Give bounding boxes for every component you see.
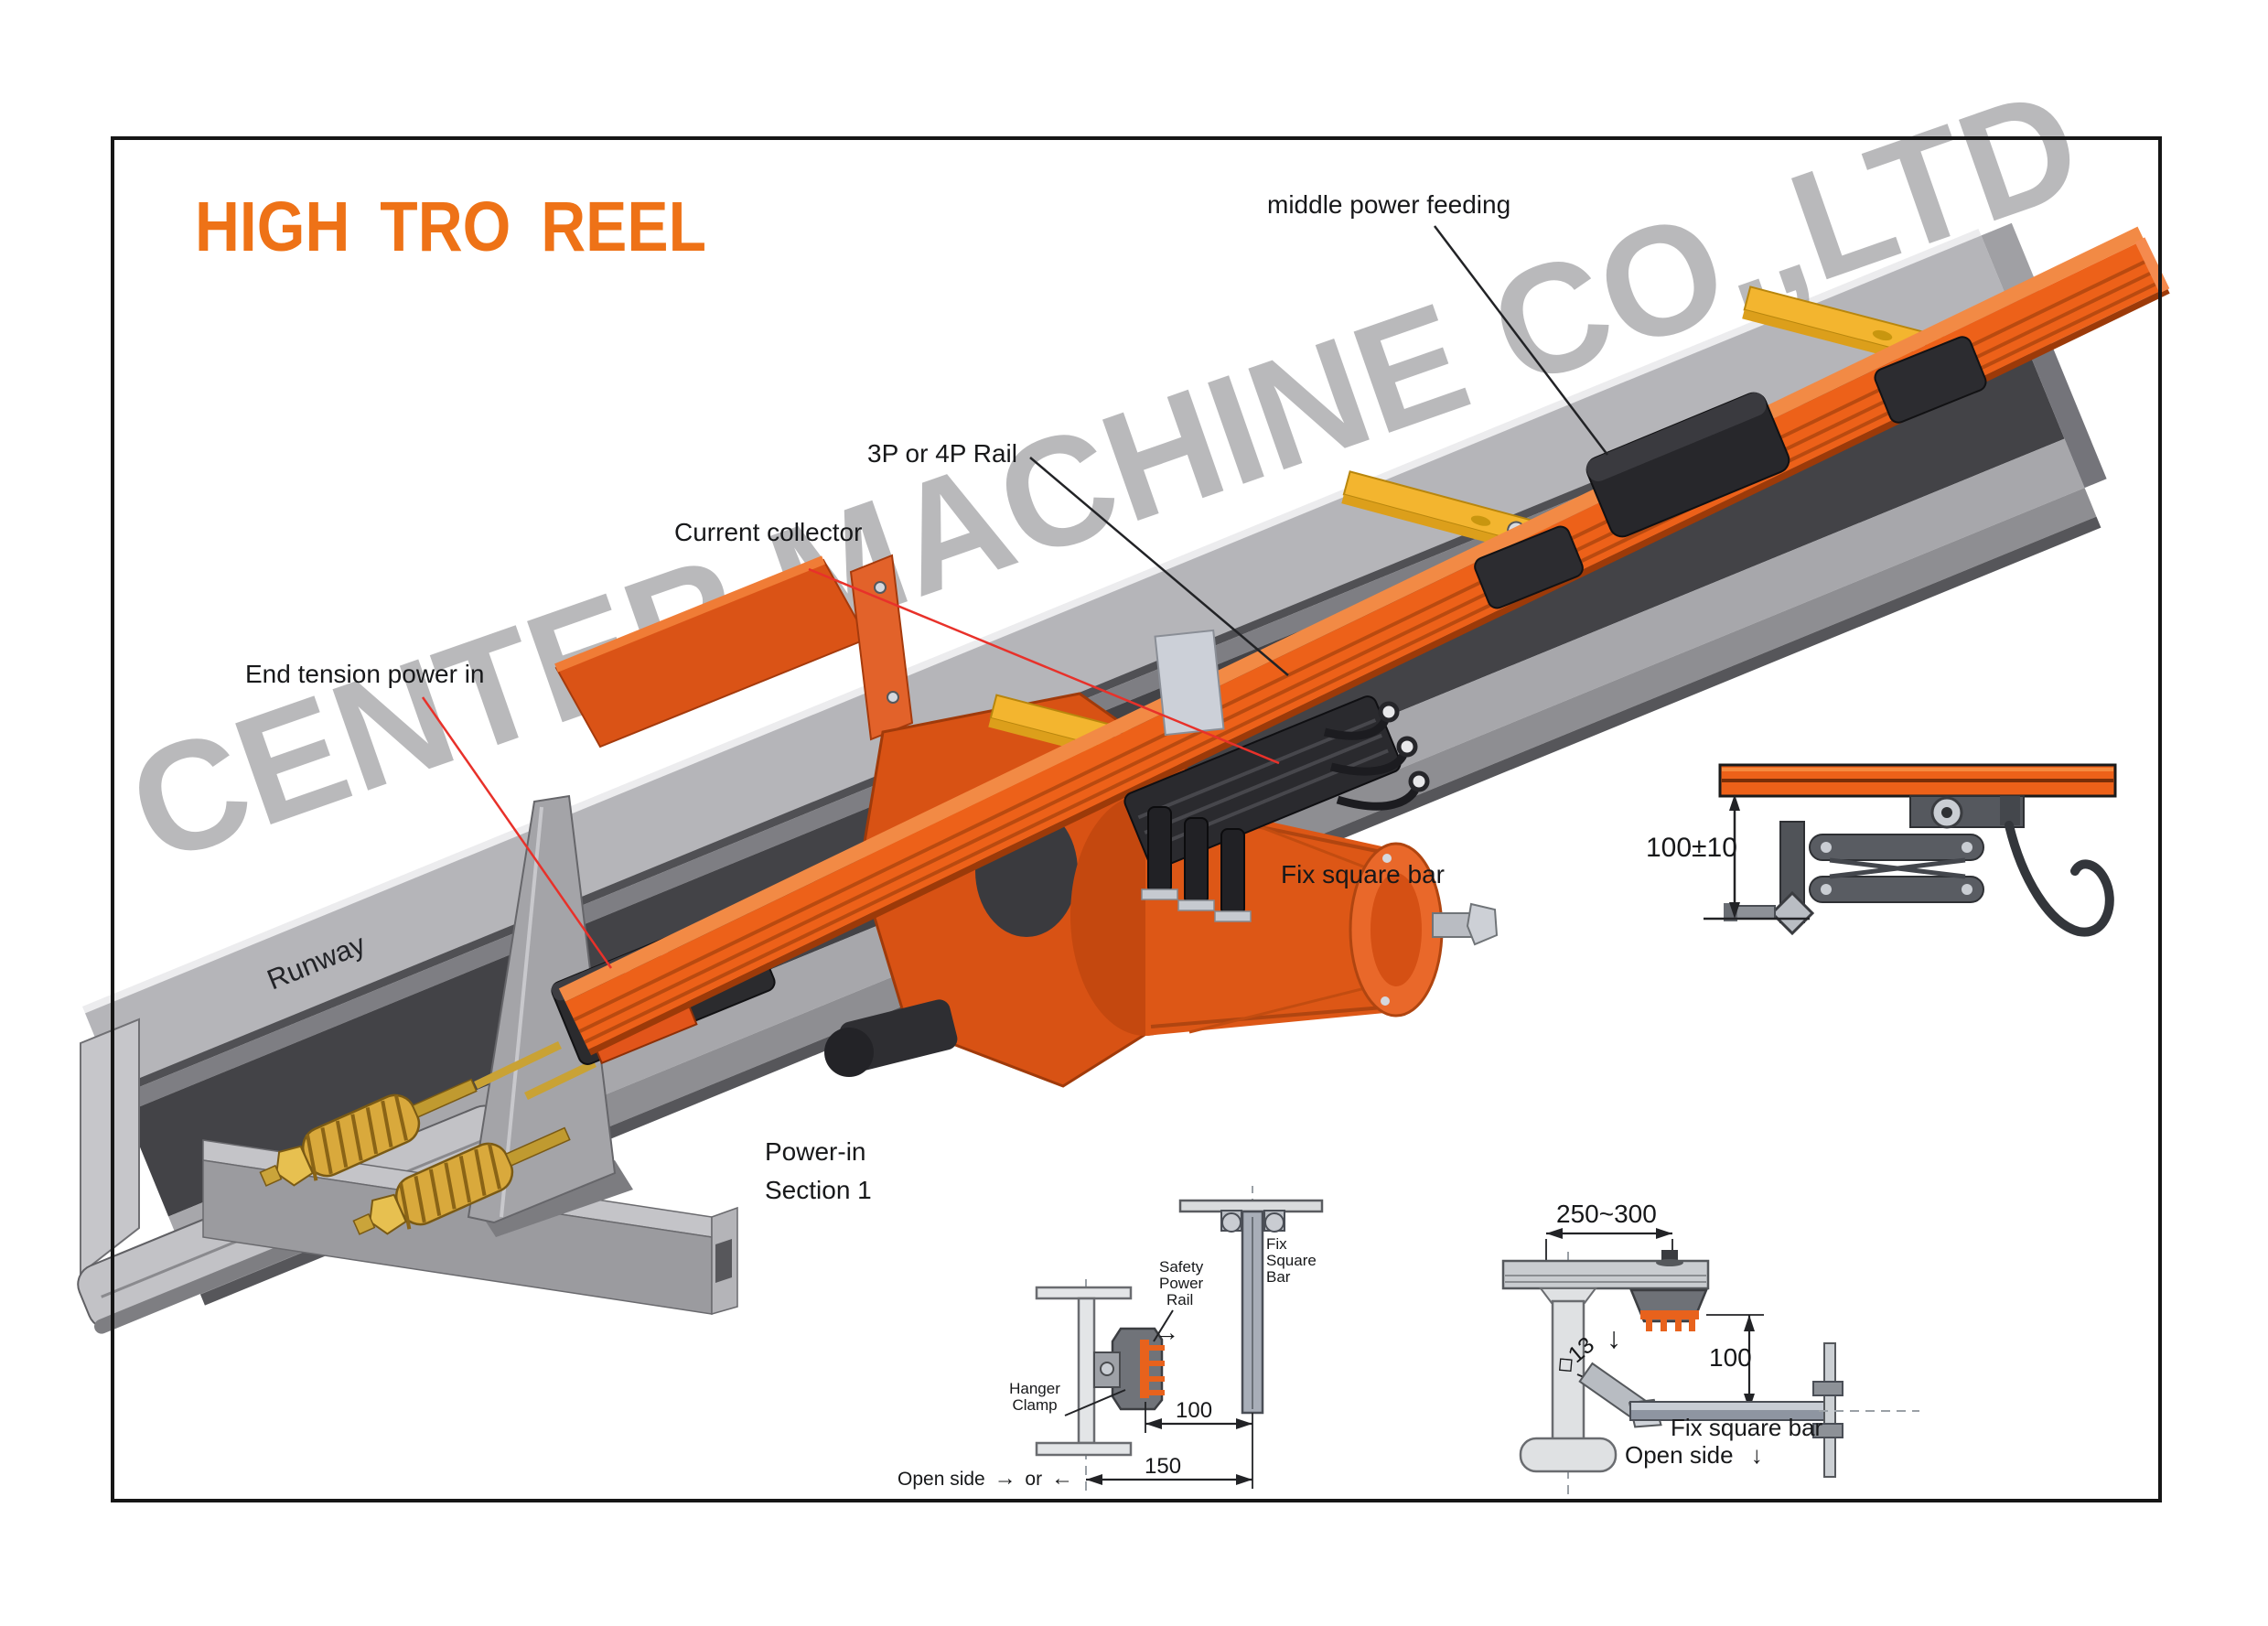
label-power-in: Power-in Section 1 xyxy=(765,1133,872,1210)
detail-hanger-clamp xyxy=(1035,1186,1324,1495)
middle-feed-box xyxy=(1585,392,1790,538)
label-bar: Bar xyxy=(1266,1268,1291,1286)
diagram-frame xyxy=(111,136,2162,1502)
page-title: HIGH TRO REEL xyxy=(195,188,706,266)
label-square: Square xyxy=(1266,1252,1317,1269)
spring-rod xyxy=(474,1040,562,1090)
label-rail: Rail xyxy=(1166,1291,1194,1308)
leader-end-tension xyxy=(421,696,613,969)
label-hanger: Hanger xyxy=(1009,1380,1060,1397)
open-side-right-arrow-icon: → xyxy=(994,1466,1016,1491)
current-collector-assembly xyxy=(1123,629,1430,922)
tension-spring xyxy=(259,1078,478,1187)
label-3p-4p-rail: 3P or 4P Rail xyxy=(867,439,1017,468)
tension-spring xyxy=(352,1126,571,1235)
label-fix: Fix xyxy=(1266,1235,1287,1253)
label-fix-square-bar-main: Fix square bar xyxy=(1281,860,1445,888)
label-open-side-text2: Open side xyxy=(1625,1441,1734,1469)
open-side-down-arrow-icon: ↓ xyxy=(1750,1441,1763,1469)
detail-side-view xyxy=(1704,763,2117,937)
open-side-left-arrow-icon: ← xyxy=(1050,1466,1073,1491)
label-dim-100-bracket: 100 xyxy=(1709,1343,1752,1372)
label-power-in-line1: Power-in xyxy=(765,1137,866,1166)
hanger-down-arrow-icon: ↓ xyxy=(1607,1321,1621,1354)
rail-clamp xyxy=(1474,525,1584,609)
label-current-collector: Current collector xyxy=(674,518,863,546)
label-power: Power xyxy=(1159,1275,1204,1292)
label-dim-100-clamp: 100 xyxy=(1176,1398,1213,1423)
label-dim-150: 150 xyxy=(1145,1454,1182,1479)
label-end-tension: End tension power in xyxy=(245,660,485,688)
label-fix-square-bar-detail: Fix Square Bar xyxy=(1266,1236,1317,1286)
detail-wall-bracket xyxy=(1501,1228,1919,1501)
label-open-side-bracket: Open side ↓ xyxy=(1625,1441,1763,1470)
rail-clamp xyxy=(1874,336,1987,424)
label-safety: Safety xyxy=(1159,1258,1204,1276)
label-hanger-clamp: Hanger Clamp xyxy=(1005,1381,1065,1414)
label-dim-100-10: 100±10 xyxy=(1646,833,1737,863)
label-dim-250-300: 250~300 xyxy=(1556,1200,1657,1228)
leader-rail xyxy=(1029,457,1289,676)
label-open-side-text: Open side xyxy=(898,1469,985,1490)
label-or: or xyxy=(1025,1469,1043,1490)
label-safety-power-rail: Safety Power Rail xyxy=(1159,1259,1203,1308)
spring-rod xyxy=(524,1059,597,1101)
safety-rail-arrow-icon: → xyxy=(1155,1319,1179,1346)
label-open-side-clamp: Open side → or ← xyxy=(898,1466,1073,1491)
control-box xyxy=(554,554,914,748)
gusset-plate xyxy=(467,794,633,1237)
leader-collector xyxy=(808,567,1280,765)
label-middle-power-feeding: middle power feeding xyxy=(1267,190,1511,219)
label-power-in-line2: Section 1 xyxy=(765,1176,872,1204)
label-fix-square-bar-bracket: Fix square bar xyxy=(1671,1414,1823,1441)
label-clamp: Clamp xyxy=(1012,1396,1058,1414)
leader-middle-feed xyxy=(1434,225,1608,456)
